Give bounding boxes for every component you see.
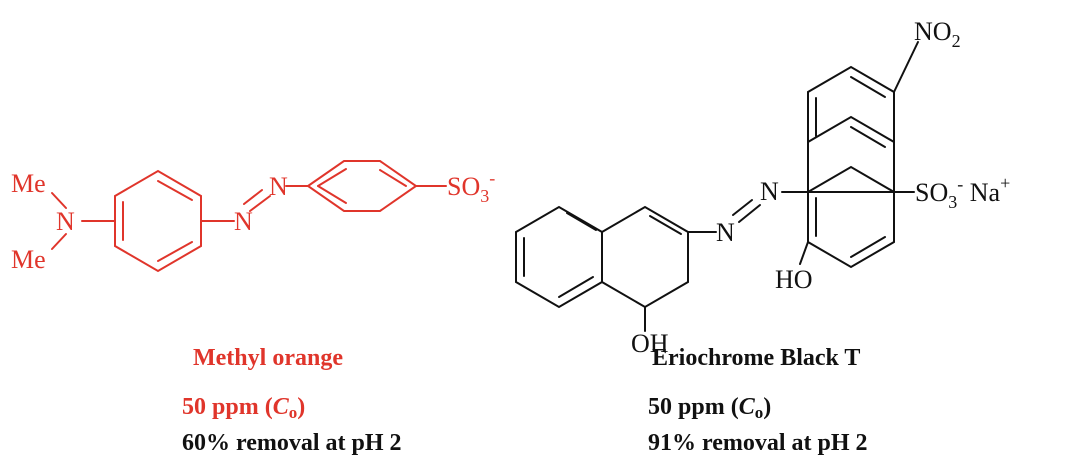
ebt-removal: 91% removal at pH 2 (648, 430, 868, 456)
mo-methyl-bottom: Me (11, 245, 46, 274)
ebt-concentration: 50 ppm (Co) (648, 394, 772, 422)
ebt-azo-nitrogen-upper: N (760, 177, 779, 206)
methyl-orange-concentration: 50 ppm (Co) (182, 394, 306, 422)
methyl-orange-name: Methyl orange (193, 345, 343, 371)
ebt-sulfonate: SO3- Na+ (915, 173, 1010, 212)
ebt-hydroxyl-right: HO (775, 265, 813, 294)
ebt-nitro-group: NO2 (914, 17, 961, 51)
mo-methyl-top: Me (11, 169, 46, 198)
ebt-name: Eriochrome Black T (652, 345, 861, 371)
methyl-orange-stats: 50 ppm (Co) 60% removal at pH 2 (182, 392, 402, 458)
ebt-azo-nitrogen-lower: N (716, 218, 735, 247)
mo-amine-nitrogen: N (56, 207, 75, 236)
mo-azo-nitrogen-upper: N (269, 172, 288, 201)
ebt-hydroxyl-left: OH (631, 329, 669, 358)
ebt-stats: 50 ppm (Co) 91% removal at pH 2 (648, 392, 868, 458)
ebt-structure: N N OH HO NO2 SO3- Na+ (515, 17, 1010, 358)
mo-azo-nitrogen-lower: N (234, 207, 253, 236)
ebt-mask (495, 0, 1072, 330)
methyl-orange-removal: 60% removal at pH 2 (182, 430, 402, 456)
methyl-orange-structure: Me N Me N N SO3- Na+ (11, 160, 542, 274)
